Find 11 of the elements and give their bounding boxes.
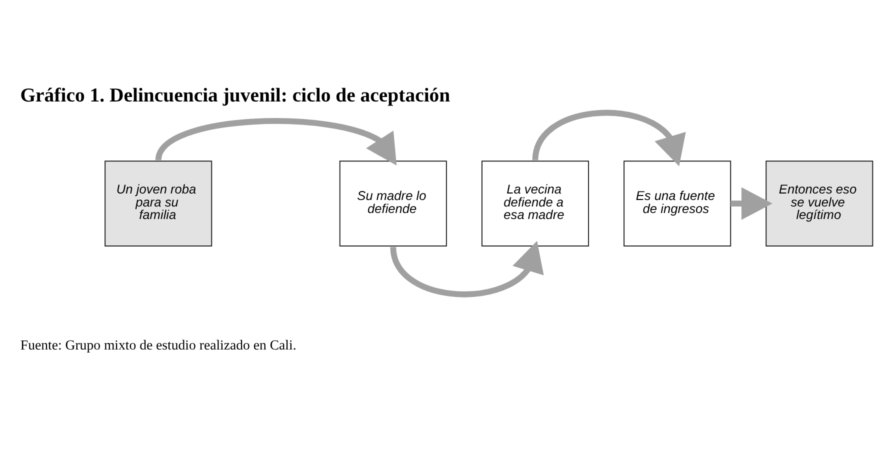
arrow: [156, 118, 397, 165]
arrow: [730, 186, 772, 220]
node-box: Es una fuente de ingresos: [624, 160, 732, 246]
diagram-title: Gráfico 1. Delincuencia juvenil: ciclo de aceptación: [20, 84, 450, 106]
node-box: La vecina defiende a esa madre: [481, 160, 590, 246]
arrow: [532, 109, 686, 166]
node-box: Su madre lo defiende: [339, 160, 447, 246]
caption: Fuente: Grupo mixto de estudio realizado en Cali.: [20, 336, 296, 352]
node-box: Un joven roba para su familia: [104, 160, 212, 246]
arrow: [390, 240, 544, 297]
node-box: Entonces eso se vuelve legítimo: [766, 160, 874, 246]
